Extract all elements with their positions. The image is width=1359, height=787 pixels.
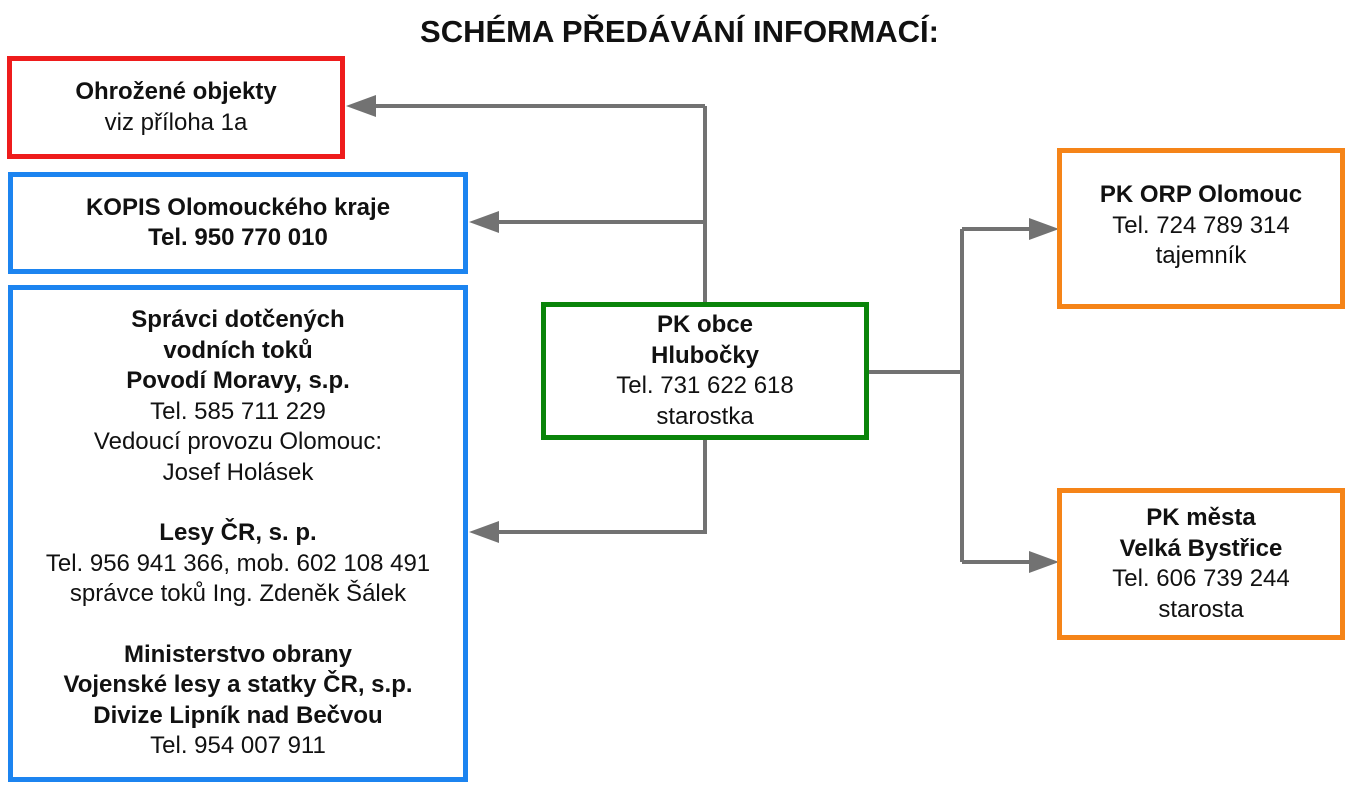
arrowhead-water-managers [469,521,499,543]
arrowhead-kopis [469,211,499,233]
bystrice-name-1: PK města [1146,504,1256,531]
municipality-name-1: PK obce [656,311,754,338]
bystrice-phone: Tel. 606 739 244 [1112,565,1290,592]
connector-to-water-managers [476,438,707,534]
orp-role: tajemník [1155,242,1247,269]
diagram-title: SCHÉMA PŘEDÁVÁNÍ INFORMACÍ: [420,14,939,49]
arrowhead-endangered [346,95,376,117]
endangered-objects-box: Ohrožené objekty viz příloha 1a [7,56,345,159]
bystrice-name-2: Velká Bystřice [1119,534,1283,562]
orp-name: PK ORP Olomouc [1099,181,1303,208]
kopis-name: KOPIS Olomouckého kraje [85,193,391,221]
bystrice-role: starosta [1158,595,1244,623]
povodi-phone: Tel. 585 711 229 [150,397,326,425]
municipality-role: starostka [656,402,754,430]
defense-name-1: Ministerstvo obrany [123,640,353,668]
municipality-box: PK obce Hlubočky Tel. 731 622 618 staros… [541,302,869,440]
povodi-person: Josef Holásek [162,458,314,486]
endangered-objects-note: viz příloha 1a [104,108,248,136]
water-managers-heading-1: Správci dotčených [131,306,345,334]
endangered-objects-name: Ohrožené objekty [75,78,277,105]
defense-phone: Tel. 954 007 911 [150,732,326,760]
water-managers-box: Správci dotčených vodních toků Povodí Mo… [8,285,468,782]
kopis-phone: Tel. 950 770 010 [148,224,328,251]
lesy-name: Lesy ČR, s. p. [159,519,317,547]
lesy-phone: Tel. 956 941 366, mob. 602 108 491 [45,549,431,577]
arrowhead-bystrice [1029,551,1059,573]
orp-phone: Tel. 724 789 314 [1112,211,1290,239]
arrowhead-orp [1029,218,1059,240]
bystrice-box: PK města Velká Bystřice Tel. 606 739 244… [1057,488,1345,640]
orp-box: PK ORP Olomouc Tel. 724 789 314 tajemník [1057,148,1345,309]
municipality-name-2: Hlubočky [650,341,760,369]
defense-name-3: Divize Lipník nad Bečvou [93,701,383,729]
povodi-name: Povodí Moravy, s.p. [126,367,350,395]
kopis-box: KOPIS Olomouckého kraje Tel. 950 770 010 [8,172,468,274]
lesy-person: správce toků Ing. Zdeněk Šálek [69,580,407,608]
connector-right-branch [868,227,1038,564]
defense-name-2: Vojenské lesy a statky ČR, s.p. [63,671,413,699]
water-managers-heading-2: vodních toků [163,336,313,364]
povodi-role: Vedoucí provozu Olomouc: [93,428,383,456]
municipality-phone: Tel. 731 622 618 [616,372,794,399]
